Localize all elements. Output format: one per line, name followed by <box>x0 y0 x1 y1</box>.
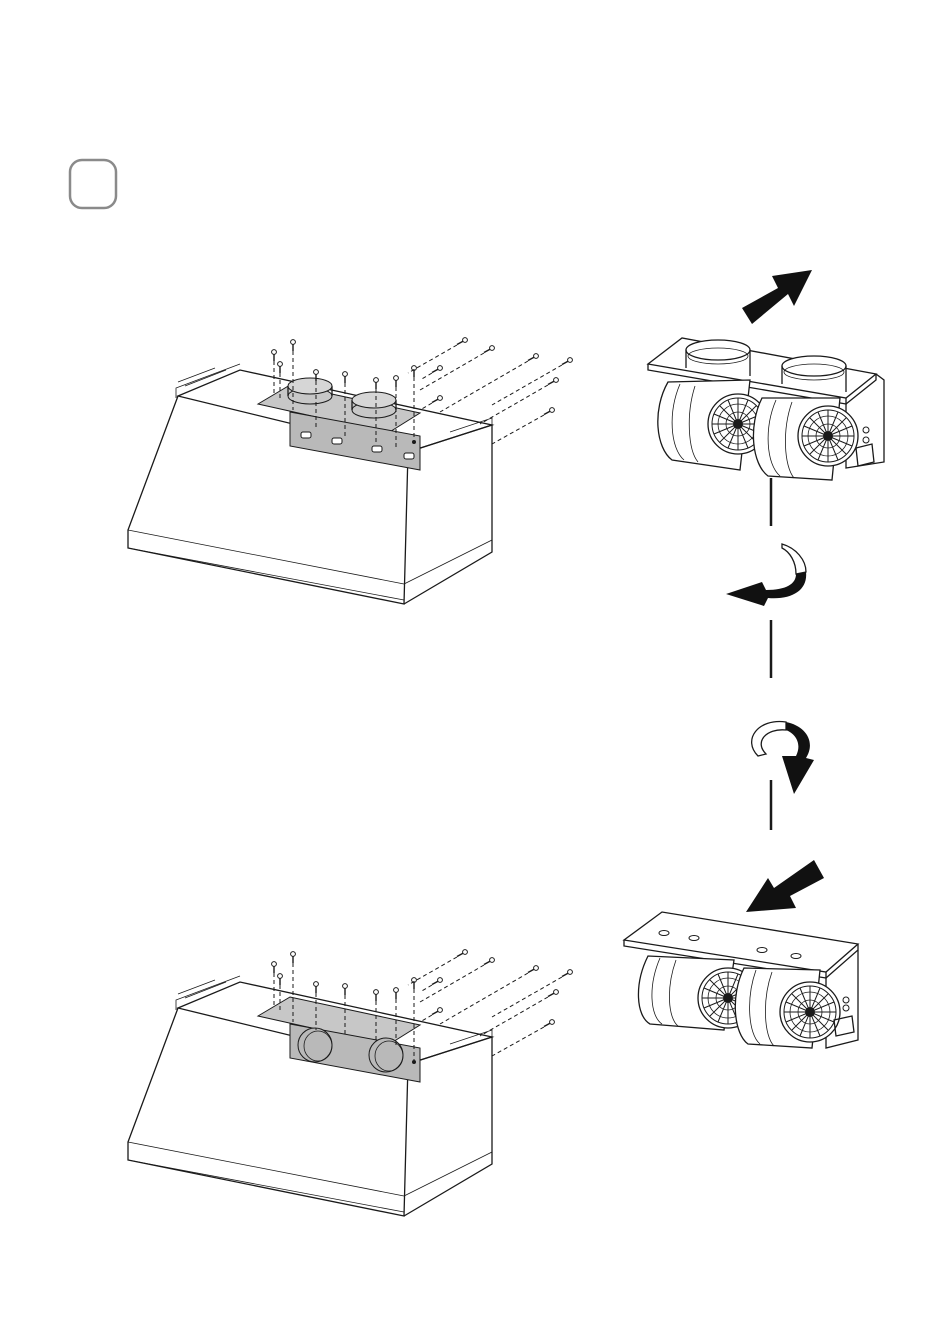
step-number-badge <box>70 160 116 208</box>
blower-assembly-top-figure <box>648 338 884 480</box>
arrow-up-right-icon <box>742 270 812 324</box>
arrow-down-left-icon <box>746 860 824 912</box>
range-hood-bottom-figure <box>128 950 572 1216</box>
blower-assembly-bottom-figure <box>624 912 858 1048</box>
rotate-left-arrow-icon <box>726 544 806 606</box>
range-hood-top-figure <box>128 338 572 604</box>
rotate-down-arrow-icon <box>752 722 814 794</box>
